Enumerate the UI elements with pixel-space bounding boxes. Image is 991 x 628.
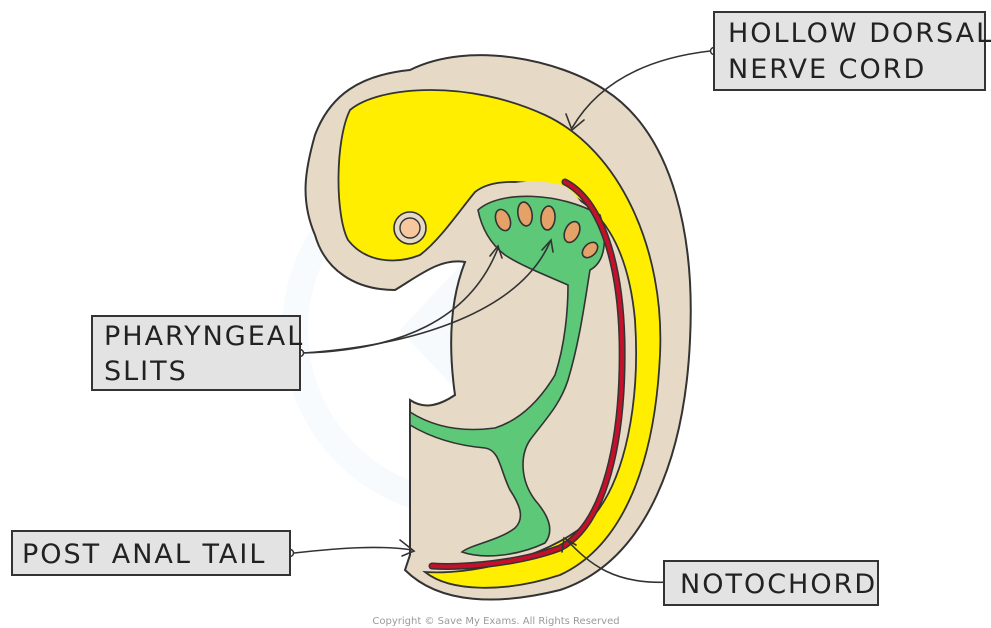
tag-notochord: NOTOCHORD — [664, 561, 878, 605]
tag-post-anal-tail: POST ANAL TAIL — [12, 531, 290, 575]
label-pharyngeal-line1: PHARYNGEAL — [104, 321, 304, 352]
label-notochord: NOTOCHORD — [680, 569, 877, 600]
copyright-text: Copyright © Save My Exams. All Rights Re… — [372, 616, 619, 627]
embryo — [306, 55, 691, 599]
label-post-anal-tail: POST ANAL TAIL — [22, 539, 266, 570]
eye — [394, 212, 426, 244]
label-pharyngeal-line2: SLITS — [104, 356, 188, 387]
label-nerve-cord-line1: HOLLOW DORSAL — [728, 18, 991, 49]
tag-pharyngeal-slits: PHARYNGEAL SLITS — [92, 316, 304, 390]
tag-hollow-dorsal-nerve-cord: HOLLOW DORSAL NERVE CORD — [714, 12, 991, 90]
leader-post-anal-tail — [287, 540, 415, 557]
label-nerve-cord-line2: NERVE CORD — [728, 54, 926, 85]
